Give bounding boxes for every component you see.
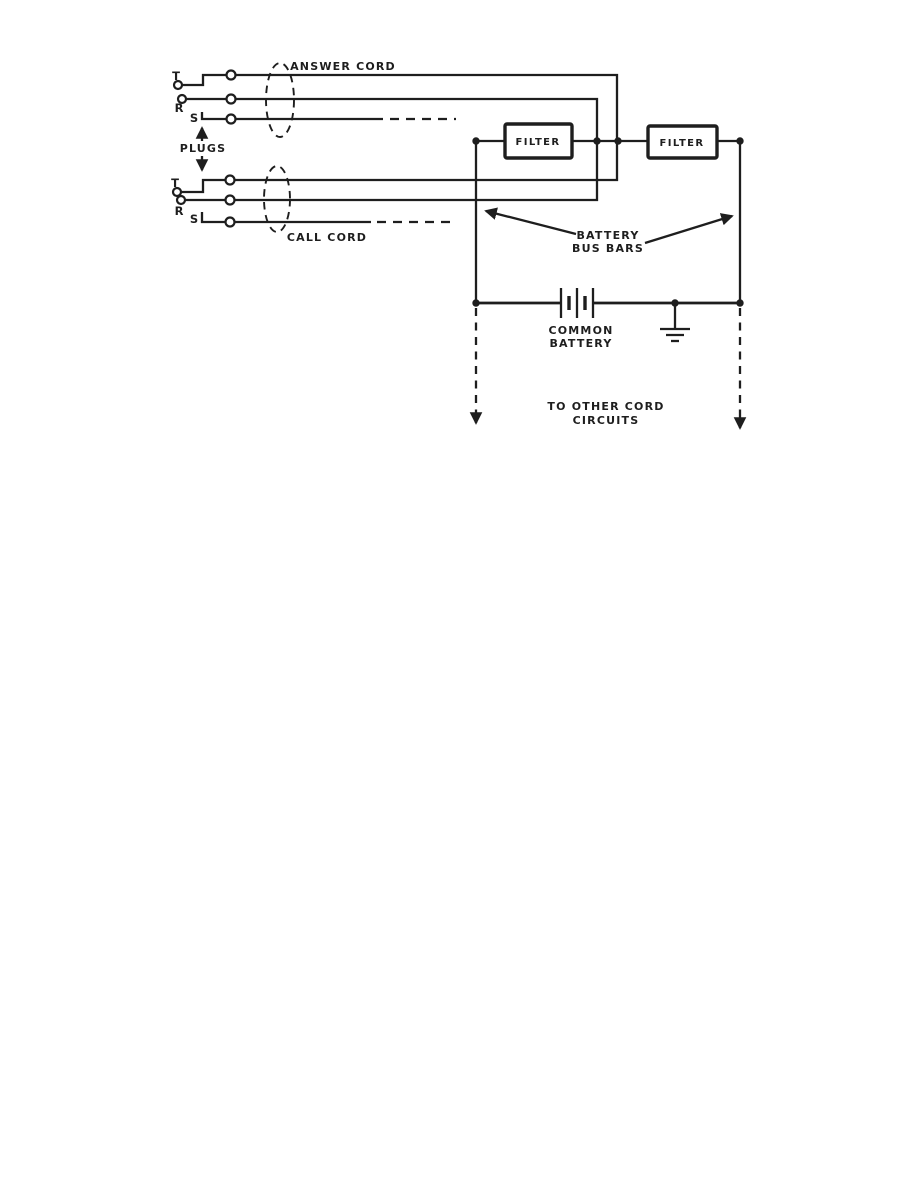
answer-tip-label: T (172, 69, 180, 83)
answer-tip-terminal (172, 79, 184, 91)
filter-right-box (646, 124, 719, 160)
answer-sleeve-wire (200, 112, 383, 121)
call-ring-label: R (175, 204, 184, 218)
battery-bus-bars-label-line2: BUS BARS (572, 242, 644, 255)
common-battery-label-line2: BATTERY (549, 337, 612, 350)
answer-ring-terminal (176, 93, 188, 105)
call-sleeve-contact (224, 216, 236, 228)
common-battery-label-line1: COMMON (548, 324, 613, 337)
call-tip-terminal (171, 186, 183, 198)
cord-contact-circles (224, 69, 237, 228)
call-tip-contact (224, 174, 236, 186)
answer-cord-ellipse (265, 62, 295, 138)
answer-sleeve-label: S (190, 111, 198, 125)
filter-left-box (503, 122, 574, 160)
junction-dots (472, 137, 744, 307)
call-ring-terminal (175, 194, 187, 206)
answer-tip-contact (225, 69, 237, 81)
call-tip-label: T (171, 176, 179, 190)
call-cord-label: CALL CORD (287, 231, 367, 244)
busbar-right-pointer-arrow (644, 213, 734, 245)
filter-left-label: FILTER (515, 137, 560, 148)
to-other-cord-label-line1: TO OTHER CORD (547, 400, 664, 413)
filter-right-label: FILTER (659, 138, 704, 149)
plugs-label: PLUGS (180, 142, 227, 155)
tip-pair-wire (181, 73, 619, 194)
answer-sleeve-contact (225, 113, 237, 125)
ground-symbol (660, 303, 690, 343)
answer-ring-contact (225, 93, 237, 105)
call-sleeve-label: S (190, 212, 198, 226)
call-ring-contact (224, 194, 236, 206)
call-cord-ellipse (263, 165, 291, 233)
to-other-cord-label-line2: CIRCUITS (573, 414, 640, 427)
battery-bus-bars-label-line1: BATTERY (576, 229, 639, 242)
battery-symbol (559, 288, 595, 318)
call-sleeve-wire (200, 212, 371, 224)
answer-cord-label: ANSWER CORD (290, 60, 396, 73)
ring-pair-wire (185, 97, 599, 202)
answer-ring-label: R (175, 101, 184, 115)
busbar-left-pointer-arrow (484, 207, 577, 236)
plug-terminal-circles (171, 79, 188, 206)
